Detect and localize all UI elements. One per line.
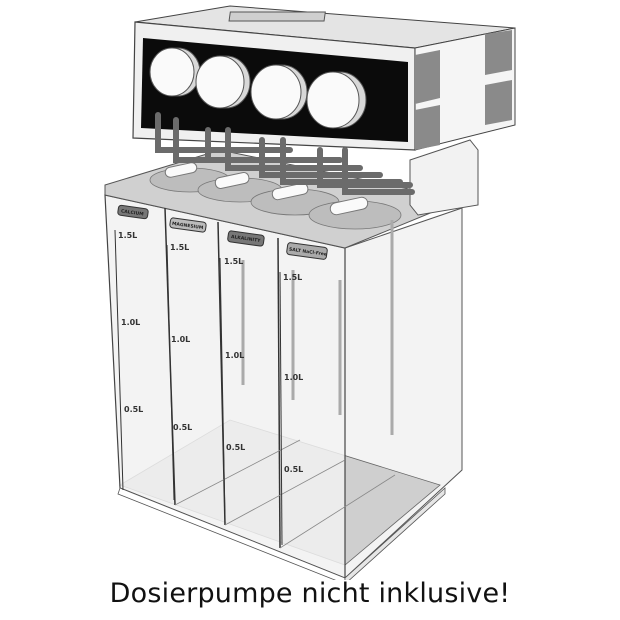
label-calcium: CALCIUM	[121, 208, 145, 217]
svg-text:1.5L: 1.5L	[118, 231, 137, 240]
svg-text:1.0L: 1.0L	[284, 373, 303, 382]
svg-text:0.5L: 0.5L	[124, 405, 143, 414]
svg-text:1.5L: 1.5L	[283, 273, 302, 282]
svg-text:1.5L: 1.5L	[224, 257, 243, 266]
dosing-container-illustration: CALCIUM MAGNESIUM ALKALINITY SALT NaCl-F…	[104, 5, 516, 580]
svg-text:1.5L: 1.5L	[170, 243, 189, 252]
caption-text: Dosierpumpe nicht inklusive!	[109, 578, 511, 609]
label-salt: SALT NaCl-Free	[289, 247, 328, 258]
chamber-labels: CALCIUM MAGNESIUM ALKALINITY SALT NaCl-F…	[117, 204, 328, 260]
label-alkalinity: ALKALINITY	[231, 234, 262, 244]
svg-text:1.0L: 1.0L	[225, 351, 244, 360]
svg-text:0.5L: 0.5L	[173, 423, 192, 432]
svg-text:1.0L: 1.0L	[121, 318, 140, 327]
svg-text:0.5L: 0.5L	[226, 443, 245, 452]
svg-text:1.0L: 1.0L	[171, 335, 190, 344]
label-magnesium: MAGNESIUM	[172, 221, 205, 231]
reservoir: CALCIUM MAGNESIUM ALKALINITY SALT NaCl-F…	[104, 149, 464, 580]
svg-text:0.5L: 0.5L	[284, 465, 303, 474]
pump-unit	[132, 5, 516, 216]
